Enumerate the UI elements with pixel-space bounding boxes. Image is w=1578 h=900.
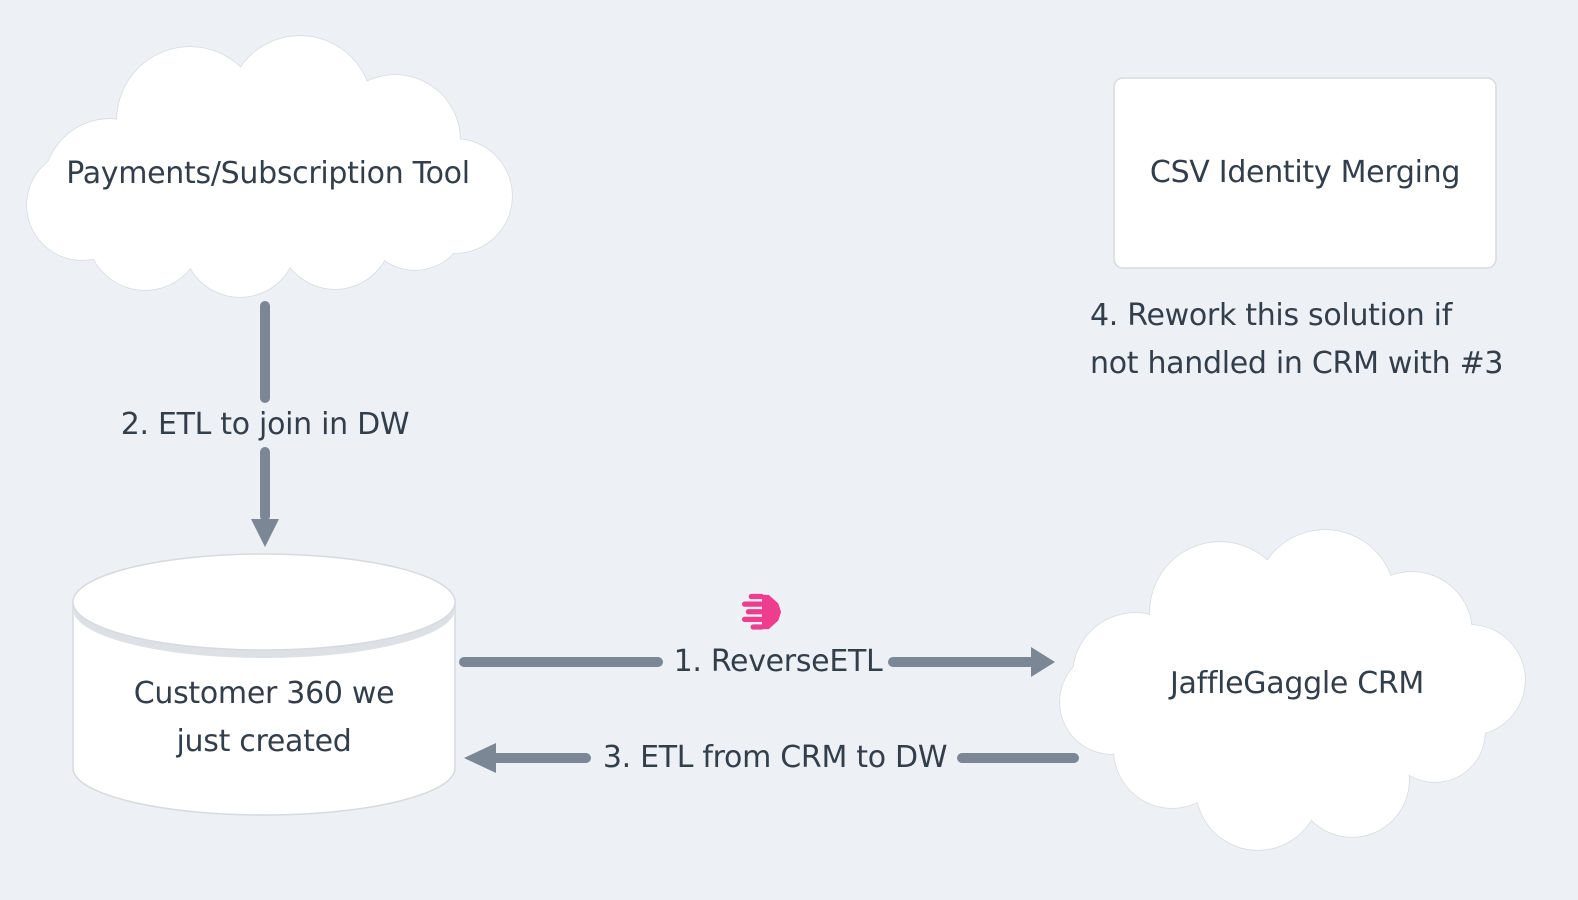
hightouch-icon (741, 589, 783, 639)
arrowhead-left-icon (464, 743, 496, 773)
crm-node-label: JaffleGaggle CRM (1169, 666, 1425, 701)
payments-node-label: Payments/Subscription Tool (66, 156, 470, 191)
reverse-etl-edge-label: 1. ReverseETL (673, 644, 883, 679)
etl-crm-dw-edge-label: 3. ETL from CRM to DW (602, 740, 948, 775)
arrowhead-right-icon (1031, 647, 1055, 677)
crm-cloud-node[interactable] (1059, 529, 1526, 851)
customer360-node-label: Customer 360 we just created (133, 676, 395, 759)
annotation-note: 4. Rework this solution if not handled i… (1090, 298, 1504, 381)
customer360-cylinder-node[interactable] (72, 553, 456, 816)
csv-merge-node-label: CSV Identity Merging (1149, 155, 1461, 190)
arrowhead-down-icon (251, 519, 279, 547)
payments-cloud-node[interactable] (26, 35, 513, 298)
etl-join-dw-edge-label: 2. ETL to join in DW (120, 407, 410, 442)
csv-merge-rect-node[interactable] (1113, 77, 1497, 269)
